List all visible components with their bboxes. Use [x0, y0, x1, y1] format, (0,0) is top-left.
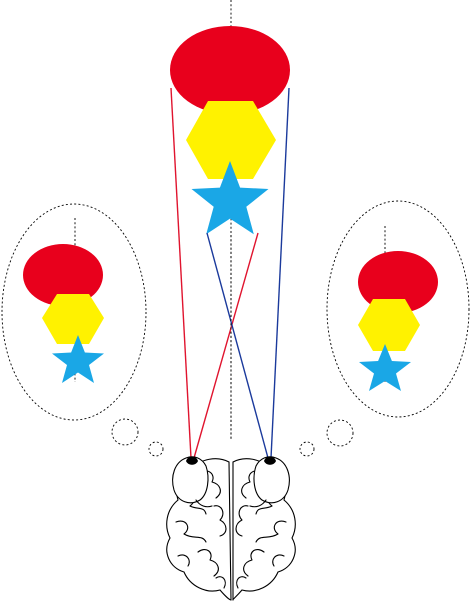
- right-eye-ray-outer: [270, 87, 290, 459]
- left-eye-ray-inner: [193, 232, 259, 459]
- right-eye-ball: [253, 456, 290, 504]
- right-eye-ray-inner: [206, 232, 269, 459]
- central-star: [191, 161, 269, 235]
- left-bubble-dot-large: [111, 418, 139, 446]
- brain-fold: [255, 520, 287, 543]
- right-thought-bubble: [299, 200, 470, 457]
- right-eye: [249, 456, 290, 508]
- viewing-rays: [170, 87, 290, 459]
- right-hexagon: [358, 299, 420, 351]
- right-bubble-outline: [326, 200, 470, 418]
- right-eye-lens: [264, 456, 276, 465]
- central-object-stack: [170, 26, 290, 235]
- left-eye-lens: [186, 456, 198, 465]
- left-bubble-outline: [1, 203, 147, 421]
- brain-fold: [243, 549, 265, 577]
- left-eye-ray-outer: [170, 87, 192, 459]
- central-hexagon: [186, 101, 276, 179]
- left-hexagon: [42, 294, 104, 344]
- brain-fold: [177, 554, 190, 567]
- right-bubble-dot-small: [299, 441, 315, 457]
- central-ellipse: [170, 26, 290, 114]
- left-thought-bubble: [1, 203, 164, 457]
- brain-fold: [236, 576, 247, 589]
- left-optic-nerve: [195, 499, 213, 508]
- left-eye-ball: [172, 456, 209, 504]
- brain-fold: [175, 520, 207, 543]
- brain-fold: [215, 576, 226, 589]
- brain-fold: [213, 505, 227, 537]
- left-bubble-dot-small: [148, 441, 164, 457]
- left-ellipse: [23, 244, 103, 306]
- brain-fold: [235, 505, 249, 537]
- right-ellipse: [358, 251, 438, 313]
- right-optic-nerve: [249, 499, 267, 508]
- right-star: [359, 344, 411, 391]
- brain-fold: [272, 554, 285, 567]
- brain-fold: [197, 549, 219, 577]
- left-eye: [172, 456, 213, 508]
- right-bubble-dot-large: [326, 419, 354, 447]
- left-star: [52, 335, 104, 383]
